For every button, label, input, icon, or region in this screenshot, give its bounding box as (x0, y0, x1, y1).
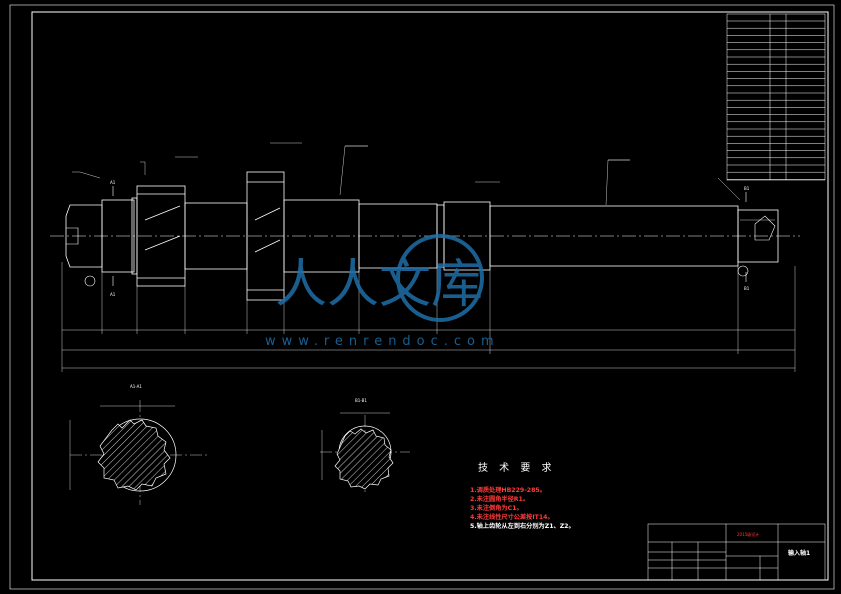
view-label-b-top: B1 (744, 186, 750, 191)
view-label-a-top: A1 (110, 180, 116, 185)
watermark-url: www.renrendoc.com (265, 334, 500, 349)
section-b-view (320, 412, 410, 495)
technical-requirements-list: 1.调质处理HB229-285。 2.未注圆角半径R1。 3.未注倒角为C1。 … (470, 486, 575, 530)
title-block-red-label: 2015级设计 (737, 531, 759, 537)
watermark-logo-icon (396, 234, 484, 322)
section-label-b: B1-B1 (355, 398, 367, 403)
watermark: 人人文库 www.renrendoc.com (265, 234, 500, 349)
section-a-view (69, 400, 210, 505)
drawing-border (31, 11, 829, 581)
section-label-a: A1-A1 (130, 384, 142, 389)
dimension-lines (61, 142, 796, 372)
title-block (647, 523, 826, 581)
tech-req-item: 1.调质处理HB229-285。 (470, 486, 546, 494)
watermark-text: 人人文库 (275, 255, 483, 315)
drawing-name: 输入轴1 (788, 549, 810, 557)
tech-req-item: 4.未注线性尺寸公差按IT14。 (470, 513, 554, 521)
tech-req-item: 5.轴上齿轮从左到右分别为Z1、Z2。 (470, 522, 575, 530)
tech-req-item: 3.未注倒角为C1。 (470, 504, 523, 512)
section-markers (84, 186, 749, 287)
view-label-a-bottom: A1 (110, 292, 116, 297)
gear-parameter-table (726, 13, 826, 181)
outer-frame (9, 4, 835, 590)
tech-req-item: 2.未注圆角半径R1。 (470, 495, 529, 503)
view-label-b-bottom: B1 (744, 286, 750, 291)
technical-requirements-title: 技 术 要 求 (478, 461, 556, 474)
